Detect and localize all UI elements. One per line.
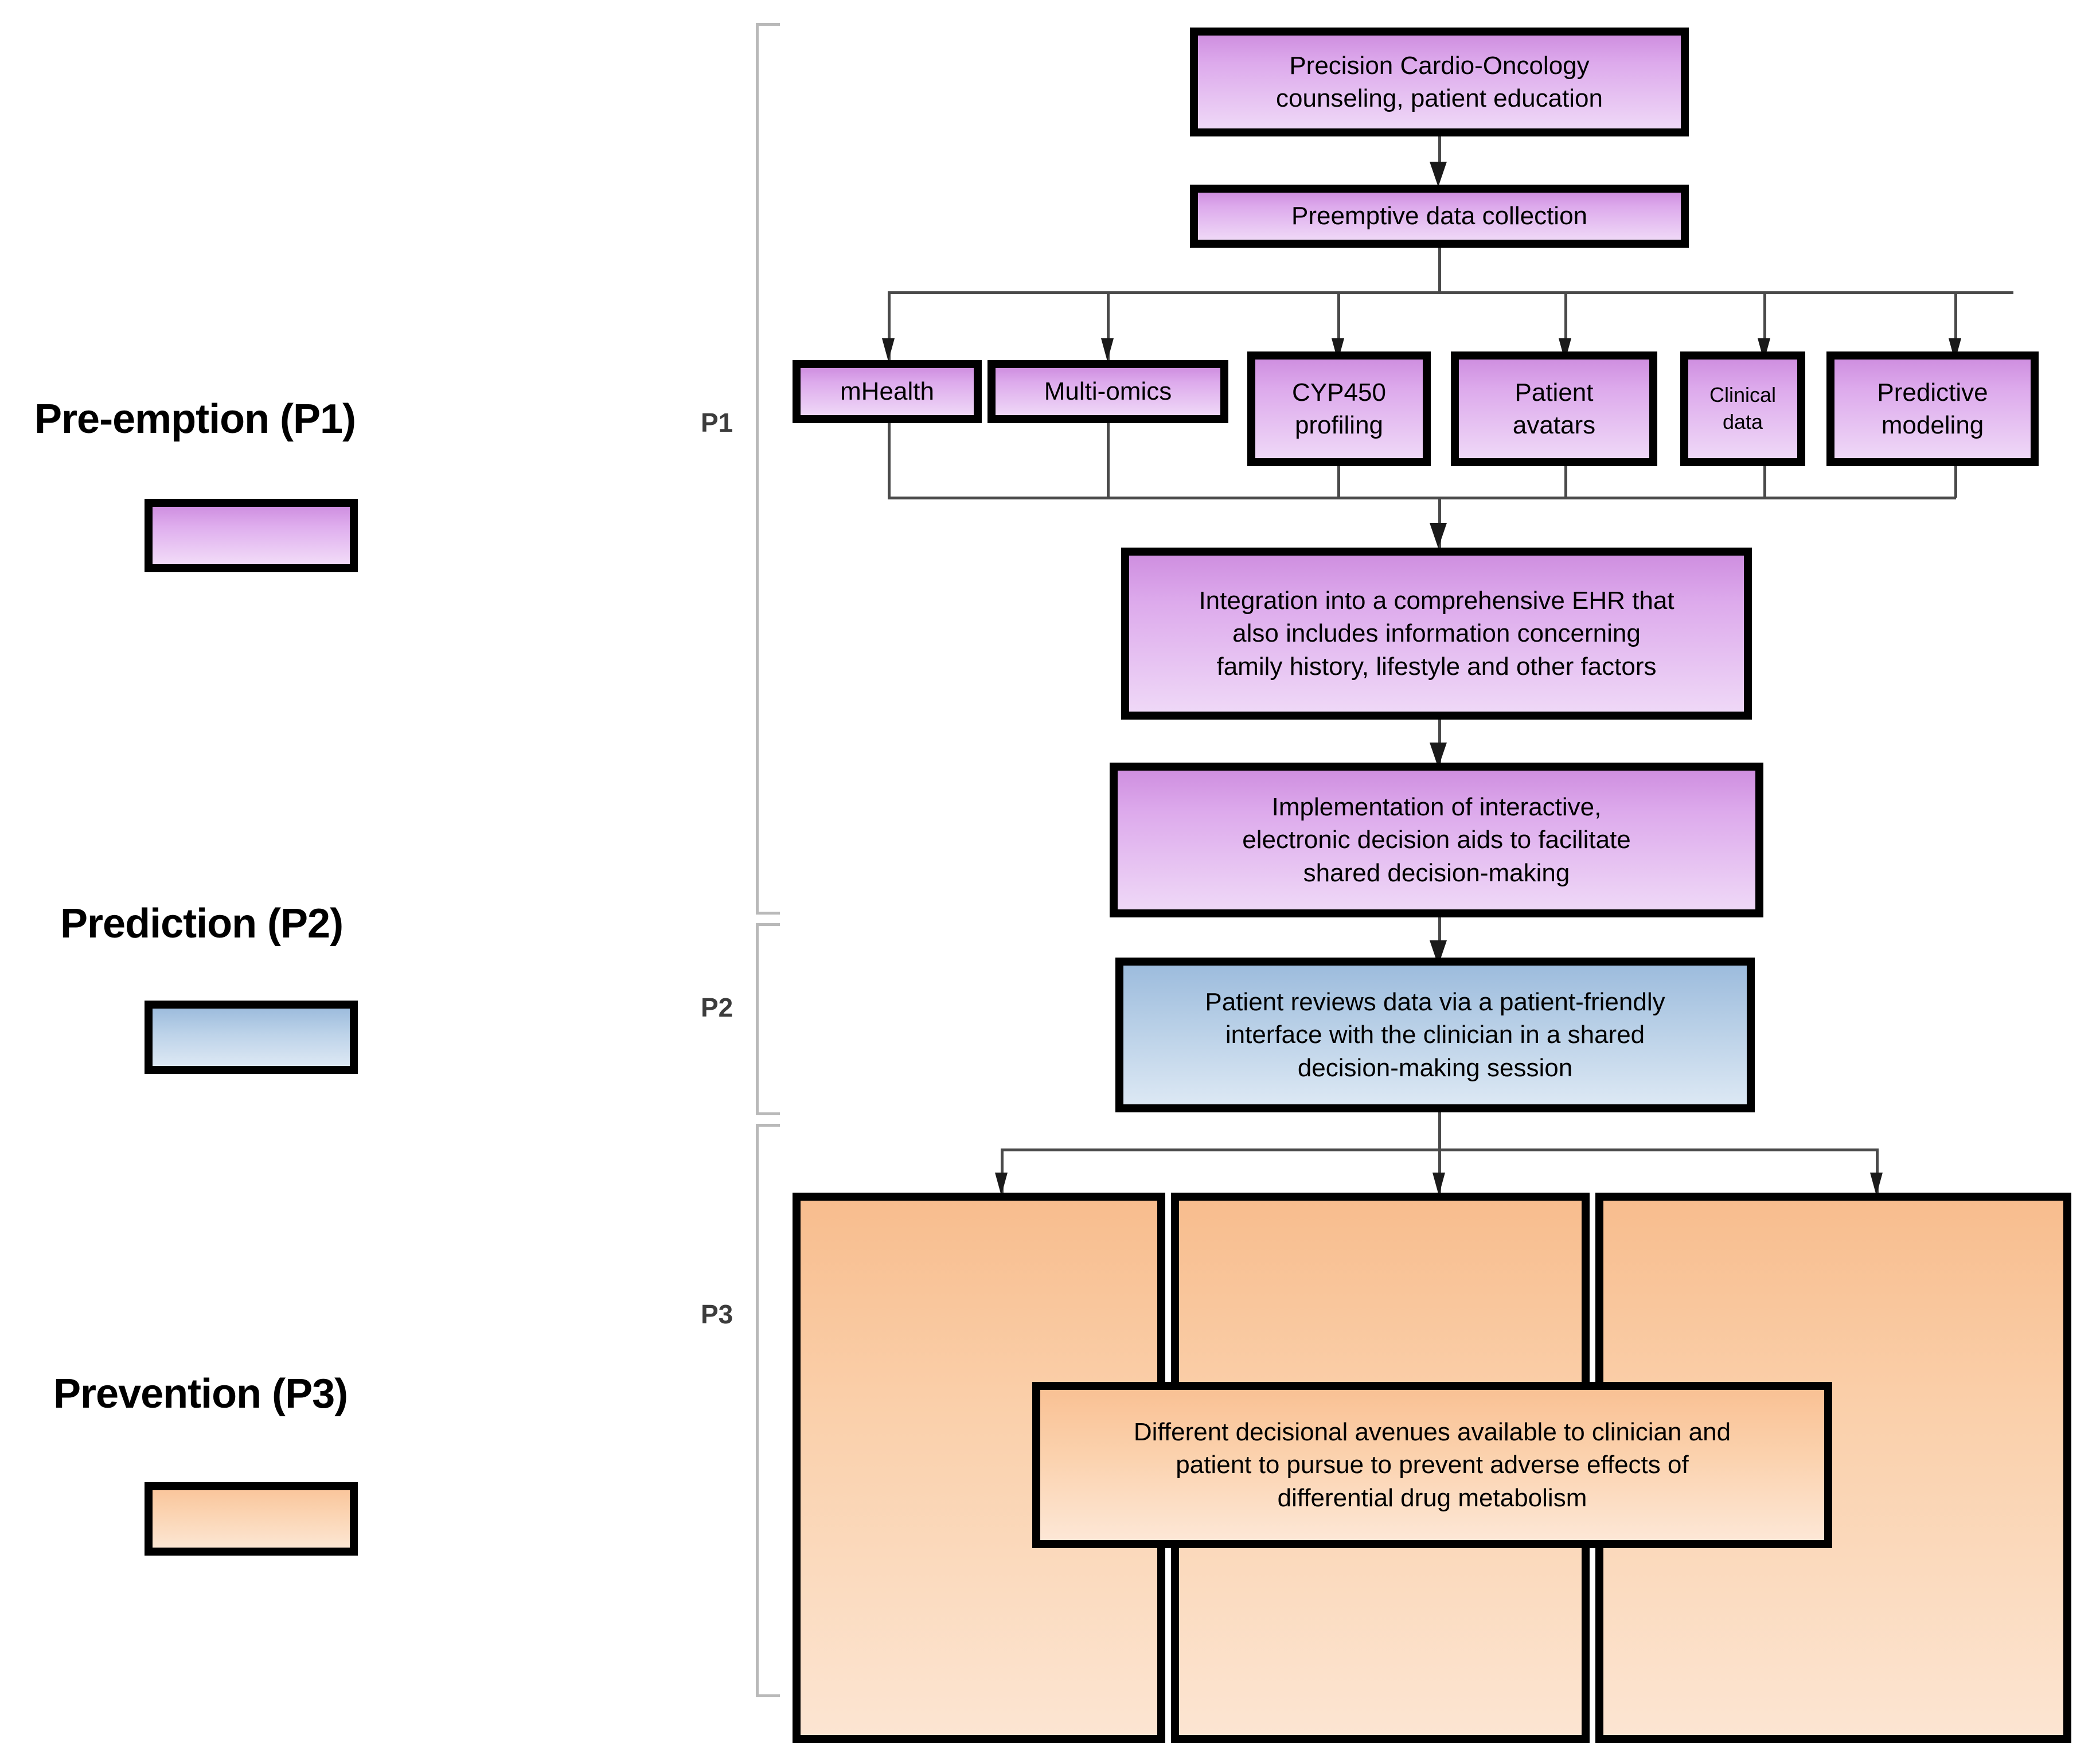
connector-preemptive-stem [1438,248,1441,292]
connector-drop-panel-1 [1001,1148,1004,1194]
connector-drop-predictive [1954,291,1957,360]
connector-merge-bar [888,497,1956,499]
arrow-drop-panel-1 [995,1173,1008,1196]
connector-drop-clinical [1763,291,1766,360]
legend-swatch-prevention [145,1482,358,1556]
arrow-counseling-to-preemptive [1430,162,1447,187]
node-source-predictive-modeling-label: Predictive modeling [1877,378,1988,439]
arrow-drop-multiomics [1101,338,1114,361]
node-source-clinical-data-label: Clinical data [1709,383,1777,433]
node-decision-aids-label: Implementation of interactive, electroni… [1242,793,1631,887]
legend-swatch-prediction [145,1001,358,1074]
legend-label-pre-emption: Pre-emption (P1) [34,396,356,442]
node-patient-review[interactable]: Patient reviews data via a patient-frien… [1115,958,1755,1112]
bracket-label-p2: P2 [701,993,733,1022]
node-counseling-label: Precision Cardio-Oncology counseling, pa… [1276,51,1603,112]
connector-drop-multiomics [1107,291,1110,360]
connector-up-avatars [1564,466,1567,498]
arrow-drop-mhealth [882,338,895,361]
bracket-p1 [756,23,780,915]
node-source-cyp450[interactable]: CYP450 profiling [1247,351,1431,466]
connector-drop-panel-3 [1876,1148,1879,1194]
bracket-label-p3: P3 [701,1299,733,1329]
arrow-drop-panel-3 [1870,1173,1883,1196]
connector-up-mhealth [888,423,891,498]
node-source-multi-omics-label: Multi-omics [1044,377,1172,406]
node-preemptive-data-collection-label: Preemptive data collection [1291,202,1588,231]
connector-up-clinical [1763,466,1766,498]
node-ehr-integration[interactable]: Integration into a comprehensive EHR tha… [1121,548,1752,720]
node-source-predictive-modeling[interactable]: Predictive modeling [1826,351,2039,466]
connector-counseling-to-preemptive [1438,136,1441,170]
node-ehr-integration-label: Integration into a comprehensive EHR tha… [1199,587,1674,681]
connector-up-cyp450 [1337,466,1340,498]
legend-label-prediction: Prediction (P2) [60,901,344,947]
connector-drop-cyp450 [1337,291,1340,360]
node-source-patient-avatars-label: Patient avatars [1512,378,1596,439]
node-source-multi-omics[interactable]: Multi-omics [987,360,1228,423]
bracket-label-p1: P1 [701,408,733,437]
connector-up-multiomics [1107,423,1110,498]
node-source-clinical-data[interactable]: Clinical data [1680,351,1805,466]
node-source-mhealth-label: mHealth [840,377,934,406]
connector-drop-avatars [1564,291,1567,360]
bracket-p3 [756,1124,780,1697]
node-counseling[interactable]: Precision Cardio-Oncology counseling, pa… [1190,28,1689,136]
connector-drop-mhealth [888,291,891,360]
node-source-patient-avatars[interactable]: Patient avatars [1451,351,1657,466]
node-source-mhealth[interactable]: mHealth [793,360,982,423]
connector-fanout-bar [888,291,2013,294]
connector-up-predictive [1954,466,1957,498]
node-decision-aids[interactable]: Implementation of interactive, electroni… [1110,763,1763,917]
node-decisional-avenues-label: Different decisional avenues available t… [1133,1418,1731,1512]
arrow-merge-to-ehr [1430,523,1447,548]
connector-merge-to-ehr [1438,497,1441,548]
legend-label-prevention: Prevention (P3) [53,1371,348,1417]
node-patient-review-label: Patient reviews data via a patient-frien… [1205,988,1665,1082]
connector-drop-panel-2 [1438,1148,1441,1194]
node-source-cyp450-label: CYP450 profiling [1292,378,1386,439]
bracket-p2 [756,923,780,1115]
connector-review-stem [1438,1112,1441,1150]
node-decisional-avenues[interactable]: Different decisional avenues available t… [1032,1382,1832,1548]
arrow-drop-panel-2 [1432,1173,1445,1196]
legend-swatch-pre-emption [145,499,358,572]
node-preemptive-data-collection[interactable]: Preemptive data collection [1190,185,1689,248]
